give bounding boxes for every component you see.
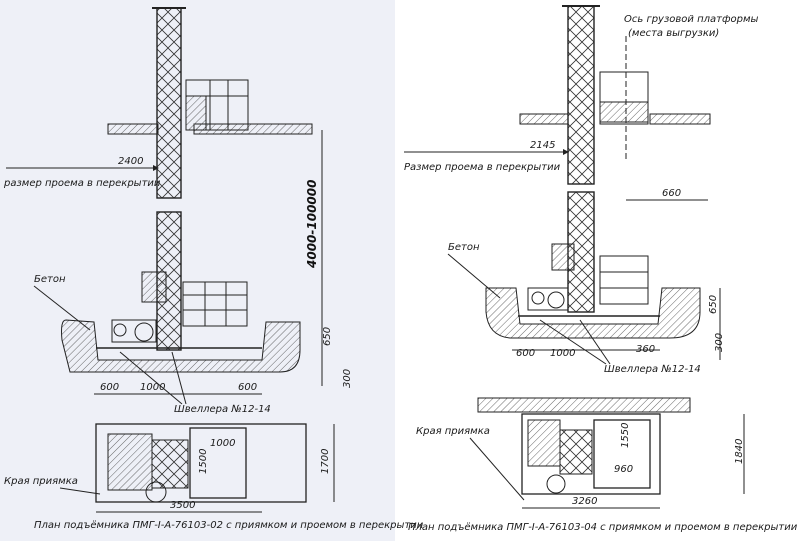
right-upper-slab-right — [649, 113, 711, 125]
left-upper-slab-right — [193, 123, 313, 135]
left-dim-650: 650 — [322, 327, 333, 346]
left-lower-platform — [182, 281, 248, 327]
right-concrete-leader — [447, 253, 501, 299]
left-opening-label: размер проема в перекрытии — [3, 178, 161, 189]
right-drive-unit — [527, 287, 569, 311]
left-pit-edge-label: Края приямка — [4, 476, 78, 487]
left-plan-1500: 1500 — [198, 449, 209, 474]
left-dim-height: 4000-100000 — [305, 180, 319, 269]
right-lower-platform — [599, 255, 649, 305]
left-dim-600b: 600 — [238, 382, 257, 393]
left-cage-box — [141, 271, 167, 303]
left-channels-label: Швеллера №12-14 — [174, 404, 271, 415]
right-upper-mast — [567, 5, 595, 185]
left-channels-leader-1 — [119, 351, 183, 405]
right-dim-300: 300 — [714, 333, 725, 352]
left-concrete-leader — [33, 285, 91, 331]
right-cage-box — [551, 243, 575, 271]
right-axis-label-1: Ось грузовой платформы — [624, 14, 759, 25]
left-plan-3500: 3500 — [170, 500, 195, 511]
left-upper-slab-left — [107, 123, 159, 135]
left-pit-edge-leader — [59, 487, 101, 495]
left-upper-mast — [152, 7, 186, 199]
left-concrete-label: Бетон — [34, 274, 66, 285]
right-sheet-background — [395, 0, 800, 541]
right-dim-650: 650 — [708, 295, 719, 314]
left-dim-1000: 1000 — [140, 382, 165, 393]
left-sheet-background — [0, 0, 395, 541]
right-concrete-label: Бетон — [448, 242, 480, 253]
right-dim-600: 600 — [516, 348, 535, 359]
left-plan-view — [95, 423, 307, 503]
right-plan-view — [521, 413, 661, 495]
right-pit-concrete — [485, 287, 701, 339]
right-opening-label: Размер проема в перекрытии — [404, 162, 561, 173]
left-plan-1700: 1700 — [320, 449, 331, 474]
right-plan-960: 960 — [614, 464, 633, 475]
left-channels-leader-2 — [171, 351, 187, 405]
left-dim-600a: 600 — [100, 382, 119, 393]
right-pit-edge-strip — [477, 397, 691, 413]
right-pit-edge-label: Края приямка — [416, 426, 490, 437]
right-dim-2145: 2145 — [530, 140, 555, 151]
left-dim-300: 300 — [342, 369, 353, 388]
left-drive-unit — [111, 319, 157, 343]
right-upper-slab-left — [519, 113, 569, 125]
left-upper-platform — [185, 79, 249, 131]
right-dim-1000: 1000 — [550, 348, 575, 359]
right-channels-leader-2 — [579, 319, 611, 365]
left-drawing: 2400 размер проема в перекрытии 4000-100… — [3, 7, 424, 531]
left-caption: План подъёмника ПМГ-I-А-76103-02 с приям… — [34, 520, 424, 531]
left-dim-2400: 2400 — [118, 156, 143, 167]
left-pit-concrete — [61, 319, 301, 373]
right-caption: План подъёмника ПМГ-I-А-76103-04 с приям… — [408, 522, 798, 533]
right-channels-label: Швеллера №12-14 — [604, 364, 701, 375]
right-dim-360: 360 — [636, 344, 655, 355]
right-dim-660: 660 — [662, 188, 681, 199]
right-pit-edge-leader — [469, 437, 525, 501]
right-drawing: Ось грузовой платформы (места выгрузки) … — [404, 5, 798, 533]
right-plan-1840: 1840 — [734, 439, 745, 464]
right-plan-3260: 3260 — [572, 496, 597, 507]
right-plan-1550: 1550 — [620, 423, 631, 448]
right-upper-platform — [599, 71, 649, 125]
right-channels-leader-1 — [539, 319, 607, 365]
right-axis-label-2: (места выгрузки) — [628, 28, 719, 39]
left-plan-1000: 1000 — [210, 438, 235, 449]
